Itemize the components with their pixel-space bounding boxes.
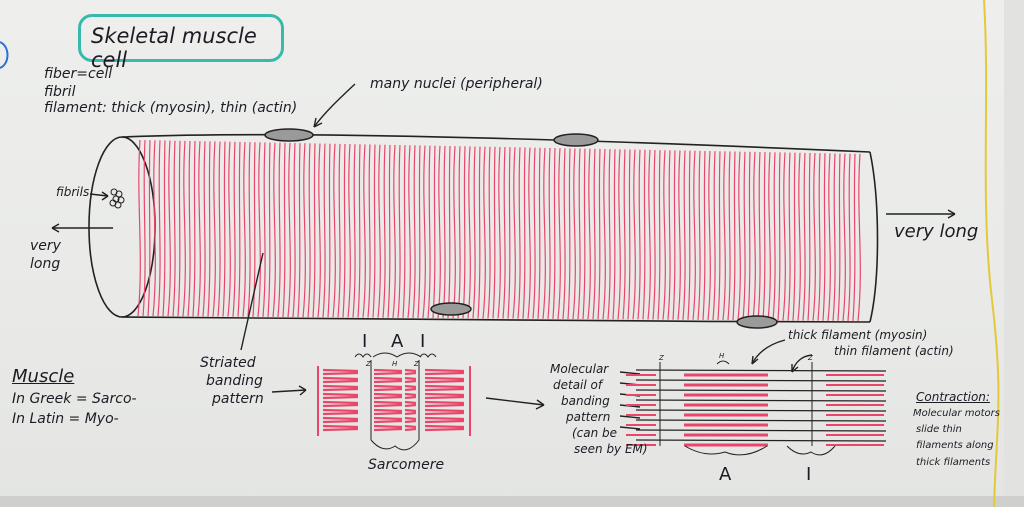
label-thick-filament: thick filament (myosin) — [788, 328, 928, 342]
label-band-i-1: I — [362, 331, 368, 352]
title-box: Skeletal muscle cell — [78, 14, 284, 72]
contraction-heading: Contraction: — [916, 390, 990, 404]
label-fibrils: fibrils — [56, 185, 90, 199]
label-h-1: H — [392, 360, 398, 368]
label-nuclei: many nuclei (peripheral) — [370, 76, 543, 92]
muscle-latin: In Latin = Myo- — [12, 411, 119, 427]
label-molecular-5: (can be — [572, 426, 618, 440]
arrows — [51, 83, 956, 430]
label-long-left: long — [30, 256, 61, 272]
band-diagram — [317, 352, 471, 451]
yellow-line — [983, 0, 1000, 507]
muscle-heading: Muscle — [12, 366, 75, 387]
label-molecular-2: detail of — [553, 378, 603, 392]
def-filament: filament: thick (myosin), thin (actin) — [44, 100, 298, 116]
nuclei — [264, 128, 778, 329]
label-h-2: H — [719, 352, 725, 360]
label-band-a: A — [391, 331, 404, 352]
label-em-i: I — [806, 464, 812, 485]
striations — [137, 139, 861, 322]
contraction-line-4: thick filaments — [916, 457, 991, 468]
label-em-a: A — [719, 464, 732, 485]
label-very-long-right: very long — [894, 221, 979, 242]
label-molecular-6: seen by EM) — [574, 442, 648, 456]
contraction-line-2: slide thin — [916, 424, 962, 435]
label-z-2: Z — [414, 360, 419, 368]
label-z-3: Z — [659, 354, 664, 362]
em-diagram — [626, 360, 887, 456]
label-striated-2: banding — [206, 373, 263, 389]
label-striated-1: Striated — [200, 355, 256, 371]
label-very-left: very — [30, 238, 61, 254]
label-striated-3: pattern — [212, 391, 264, 407]
contraction-line-3: filaments along — [916, 440, 994, 451]
label-sarcomere: Sarcomere — [368, 457, 445, 473]
label-molecular-3: banding — [561, 394, 610, 408]
blue-mark — [0, 41, 9, 69]
label-molecular-1: Molecular — [550, 362, 609, 376]
contraction-line-1: Molecular motors — [913, 408, 1000, 419]
sarcomere-brace — [370, 439, 420, 451]
muscle-greek: In Greek = Sarco- — [12, 391, 137, 407]
marker-tray — [0, 496, 1024, 507]
label-molecular-4: pattern — [566, 410, 611, 424]
label-thin-filament: thin filament (actin) — [834, 344, 954, 358]
page-title: Skeletal muscle cell — [91, 24, 257, 72]
def-fibril: fibril — [44, 84, 76, 100]
board-frame — [1004, 0, 1024, 507]
def-fiber: fiber=cell — [44, 66, 113, 82]
label-band-i-2: I — [420, 331, 426, 352]
label-z-1: Z — [366, 360, 371, 368]
label-z-4: Z — [808, 354, 813, 362]
fibril-cluster — [109, 188, 125, 209]
